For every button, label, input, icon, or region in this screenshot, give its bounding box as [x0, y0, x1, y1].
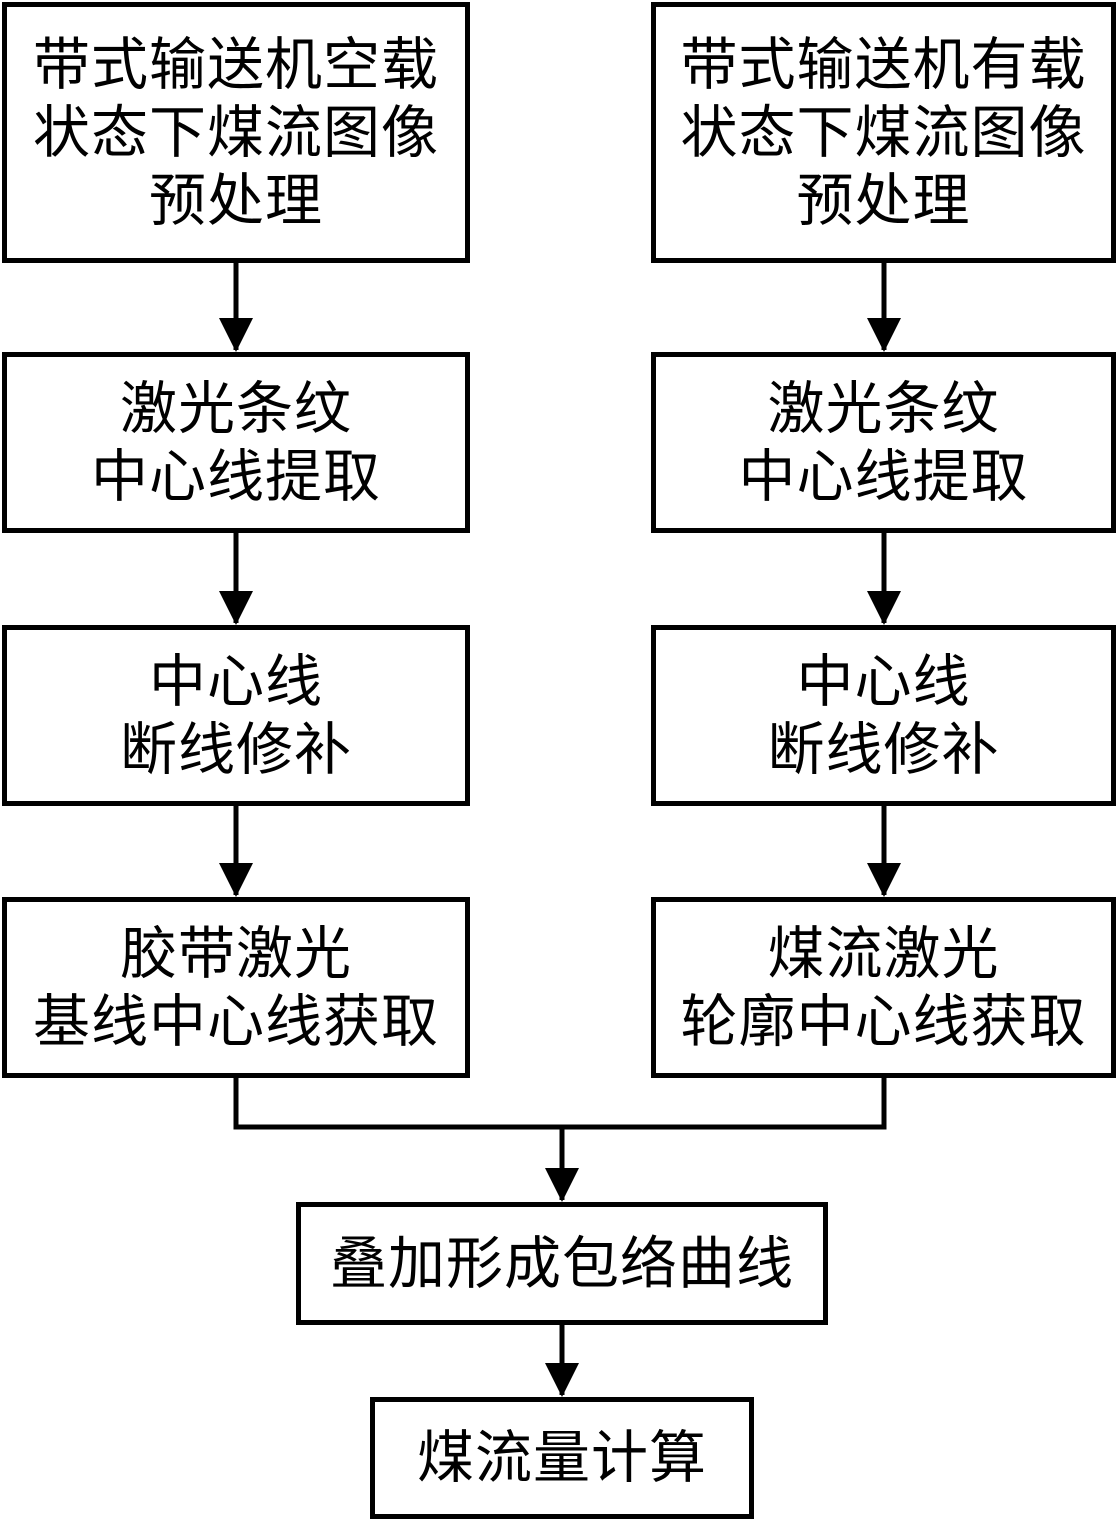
left-step-2-box: 激光条纹 中心线提取	[2, 352, 470, 533]
step-text-line: 预处理	[796, 167, 971, 234]
step-text-line: 状态下煤流图像	[33, 99, 439, 166]
final-step-box: 煤流量计算	[370, 1397, 754, 1519]
right-step-4-box: 煤流激光 轮廓中心线获取	[651, 897, 1116, 1078]
step-text-line: 胶带激光	[120, 920, 352, 987]
right-step-1-box: 带式输送机有载 状态下煤流图像 预处理	[651, 2, 1116, 263]
step-text-line: 叠加形成包络曲线	[330, 1230, 794, 1297]
step-text-line: 中心线提取	[91, 443, 381, 510]
step-text-line: 断线修补	[120, 716, 352, 783]
step-text-line: 轮廓中心线获取	[680, 988, 1087, 1055]
merge-step-box: 叠加形成包络曲线	[296, 1202, 828, 1325]
step-text-line: 煤流激光	[767, 920, 1000, 987]
left-step-4-box: 胶带激光 基线中心线获取	[2, 897, 470, 1078]
left-step-1-box: 带式输送机空载 状态下煤流图像 预处理	[2, 2, 470, 263]
step-text-line: 中心线提取	[738, 443, 1029, 510]
step-text-line: 断线修补	[767, 716, 1000, 783]
merge-connector	[233, 1078, 887, 1130]
step-text-line: 预处理	[149, 167, 323, 234]
step-text-line: 中心线	[149, 648, 323, 715]
step-text-line: 带式输送机空载	[33, 31, 439, 98]
step-text-line: 基线中心线获取	[33, 988, 439, 1055]
step-text-line: 状态下煤流图像	[680, 99, 1087, 166]
step-text-line: 激光条纹	[767, 375, 1000, 442]
step-text-line: 煤流量计算	[417, 1425, 707, 1491]
step-text-line: 中心线	[796, 648, 971, 715]
step-text-line: 激光条纹	[120, 375, 352, 442]
right-step-3-box: 中心线 断线修补	[651, 625, 1116, 806]
left-step-3-box: 中心线 断线修补	[2, 625, 470, 806]
right-step-2-box: 激光条纹 中心线提取	[651, 352, 1116, 533]
step-text-line: 带式输送机有载	[680, 31, 1087, 98]
